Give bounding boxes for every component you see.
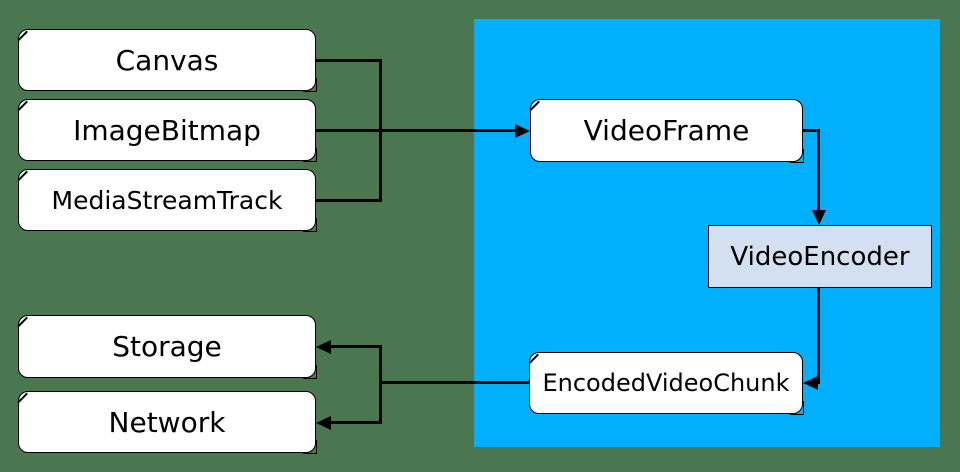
connector-canvas-to-junction <box>315 59 382 62</box>
node-network-label: Network <box>108 405 226 439</box>
node-videoencoder: VideoEncoder <box>708 225 932 288</box>
arrowhead-into-videoframe <box>515 123 530 138</box>
connector-junction-to-network <box>329 421 382 424</box>
node-canvas-label: Canvas <box>115 43 219 77</box>
node-imagebitmap: ImageBitmap <box>18 99 317 162</box>
connector-videoframe-out <box>803 129 820 132</box>
connector-videoencoder-to-chunk-vertical <box>817 288 820 384</box>
node-videoframe: VideoFrame <box>530 99 804 163</box>
node-storage-label: Storage <box>112 330 222 363</box>
node-imagebitmap-label: ImageBitmap <box>73 113 261 147</box>
arrowhead-into-encodedvideochunk <box>803 375 818 390</box>
node-videoencoder-label: VideoEncoder <box>730 241 910 272</box>
connector-mediastreamtrack-to-junction <box>315 199 382 202</box>
node-canvas: Canvas <box>18 29 317 92</box>
connector-sources-to-videoframe <box>315 129 518 132</box>
connector-junction-to-storage <box>329 345 382 348</box>
node-mediastreamtrack: MediaStreamTrack <box>18 169 317 232</box>
connector-outputs-junction-vertical <box>379 345 382 424</box>
node-mediastreamtrack-label: MediaStreamTrack <box>51 185 283 215</box>
arrowhead-into-network <box>316 415 331 430</box>
node-encodedvideochunk-label: EncodedVideoChunk <box>542 369 790 397</box>
connector-chunk-to-junction <box>381 381 529 384</box>
connector-videoframe-to-videoencoder <box>817 129 820 212</box>
arrowhead-into-videoencoder <box>811 210 826 225</box>
node-videoframe-label: VideoFrame <box>583 114 750 147</box>
arrowhead-into-storage <box>316 339 331 354</box>
node-network: Network <box>18 391 317 454</box>
node-storage: Storage <box>18 315 317 379</box>
node-encodedvideochunk: EncodedVideoChunk <box>529 352 804 415</box>
